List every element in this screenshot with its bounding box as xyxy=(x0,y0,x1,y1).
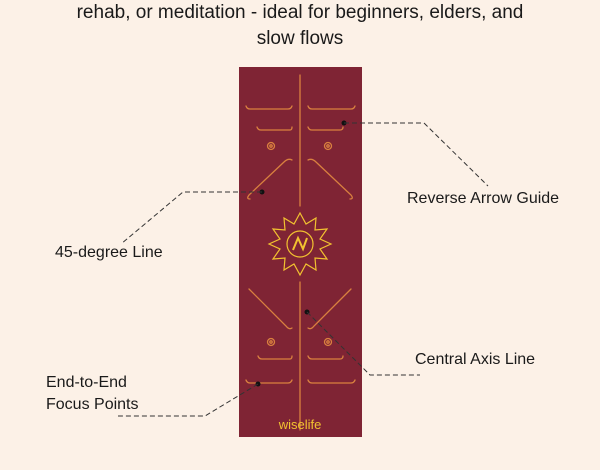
label-45-degree-line: 45-degree Line xyxy=(55,244,163,261)
caption-line-2: slow flows xyxy=(256,28,344,49)
label-focus-points-line-1: End-to-End xyxy=(46,374,127,391)
caption-line-1: rehab, or meditation - ideal for beginne… xyxy=(76,2,524,23)
label-focus-points: End-to-End Focus Points xyxy=(46,372,138,416)
mat-guide-lines xyxy=(245,74,356,431)
label-focus-points-line-2: Focus Points xyxy=(46,396,139,413)
brand-logo-text: wiselife xyxy=(278,417,322,432)
caption: rehab, or meditation - ideal for beginne… xyxy=(0,0,600,52)
annotation-leaders xyxy=(118,120,489,417)
sun-medallion-logo xyxy=(267,211,333,277)
label-reverse-arrow-guide: Reverse Arrow Guide xyxy=(407,190,560,207)
label-central-axis-line: Central Axis Line xyxy=(415,351,536,368)
